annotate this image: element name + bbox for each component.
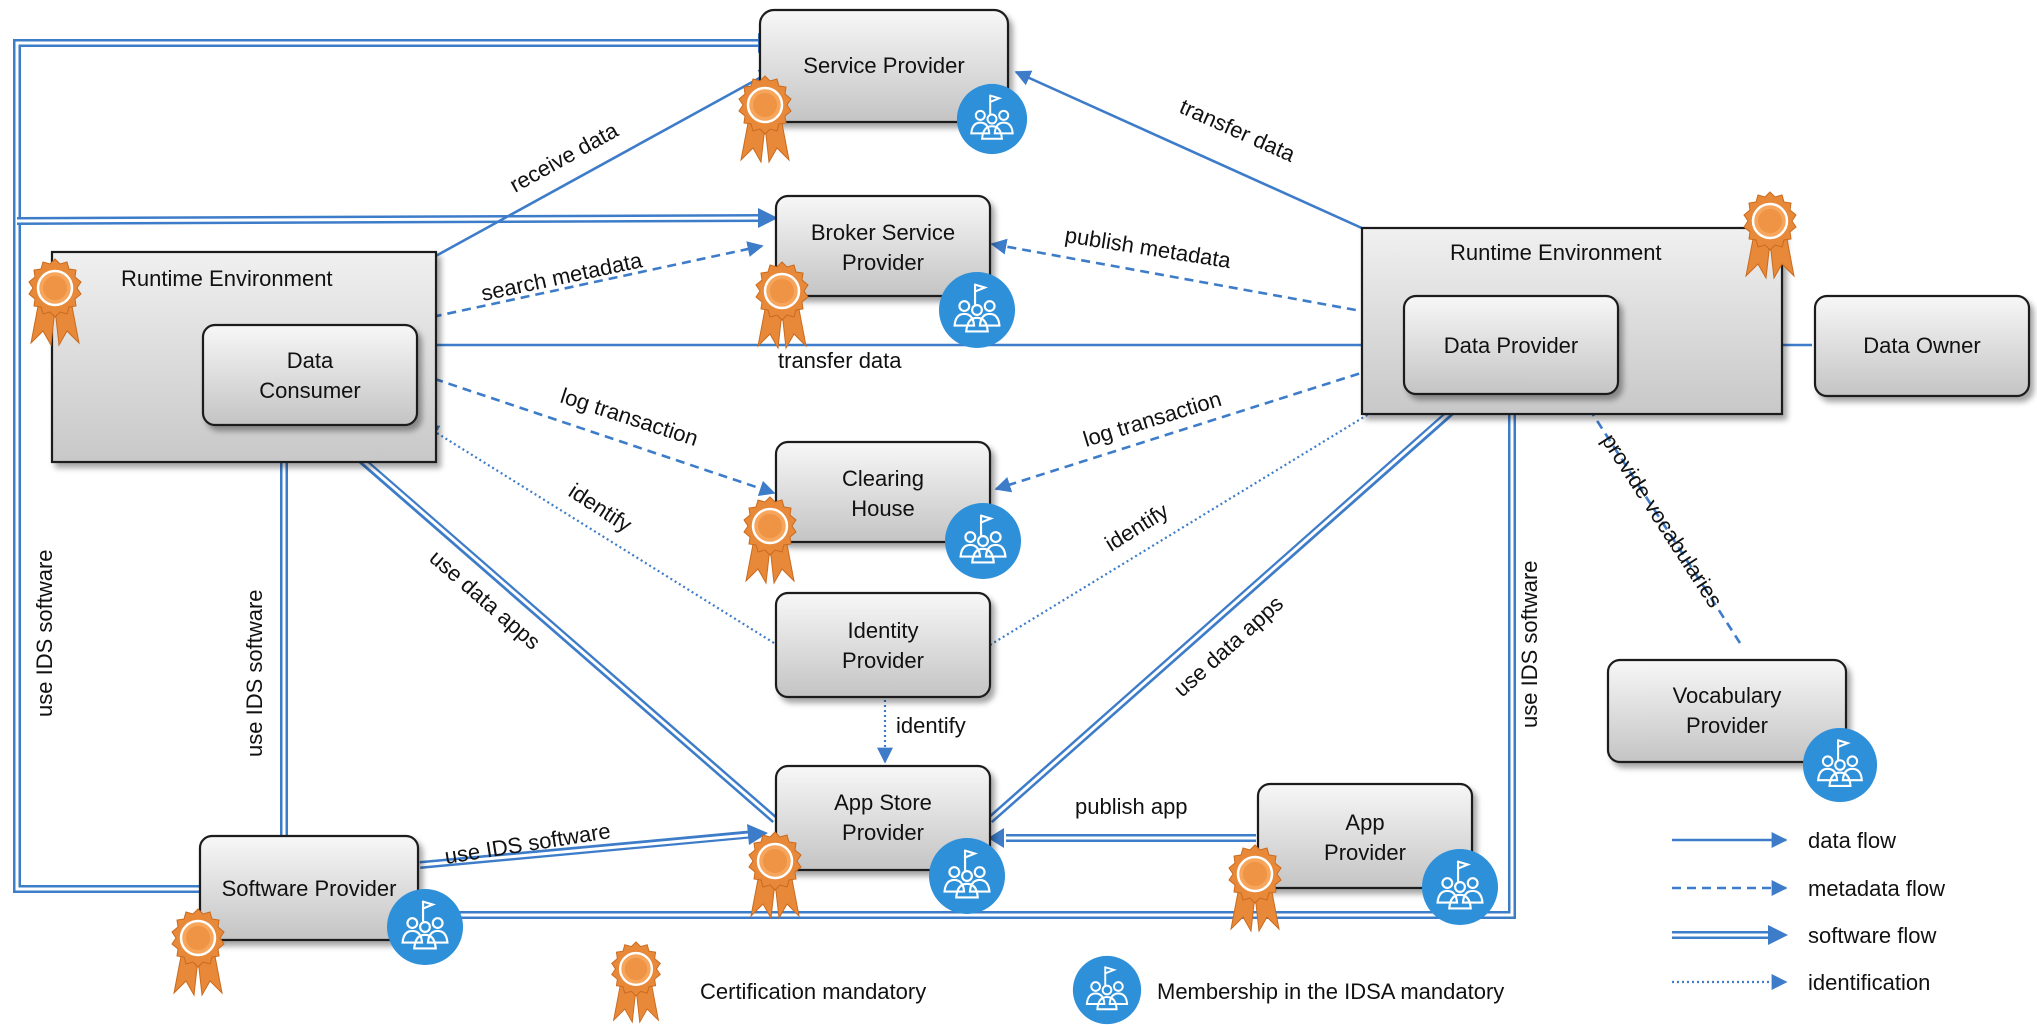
label-publish-metadata: publish metadata <box>1063 222 1233 273</box>
broker-service-provider-node[interactable]: Broker Service Provider <box>774 194 992 298</box>
membership-group-icon <box>928 837 1006 915</box>
data-provider-label: Data Provider <box>1444 333 1579 358</box>
provide-vocabularies-arrow <box>1574 386 1742 644</box>
label-search-metadata: search metadata <box>479 247 645 306</box>
app-provider-node[interactable]: App Provider <box>1256 782 1474 890</box>
app-store-label-1: App Store <box>834 790 932 815</box>
identify-right-arrow <box>989 394 1402 646</box>
log-transaction-left-arrow <box>419 372 776 496</box>
legend-membership-label: Membership in the IDSA mandatory <box>1157 979 1504 1004</box>
app-store-provider-node[interactable]: App Store Provider <box>774 764 992 872</box>
membership-group-icon <box>956 83 1028 155</box>
data-owner-node[interactable]: Data Owner <box>1813 294 2031 398</box>
membership-group-icon <box>944 502 1022 580</box>
software-provider-label: Software Provider <box>222 876 397 901</box>
data-consumer-label-1: Data <box>287 348 334 373</box>
identify-left-arrow <box>422 424 775 644</box>
data-owner-label: Data Owner <box>1863 333 1980 358</box>
membership-group-icon <box>1802 727 1878 803</box>
membership-group-icon <box>386 888 464 966</box>
broker-label-2: Provider <box>842 250 924 275</box>
label-log-transaction-right: log transaction <box>1080 386 1224 452</box>
software-flow-to-appstore <box>419 824 768 869</box>
legend-certification-label: Certification mandatory <box>700 979 926 1004</box>
legend-metadata-flow-label: metadata flow <box>1808 876 1945 901</box>
legend-software-flow-label: software flow <box>1808 923 1936 948</box>
certification-badge-icon <box>747 830 803 920</box>
label-transfer-data-mid: transfer data <box>778 348 902 373</box>
identity-provider-node[interactable]: Identity Provider <box>774 591 992 699</box>
legend-certification: Certification mandatory <box>610 940 926 1024</box>
software-provider-node[interactable]: Software Provider <box>198 834 420 942</box>
data-consumer-label-2: Consumer <box>259 378 360 403</box>
label-use-ids-software-bottom: use IDS software <box>443 818 612 869</box>
app-provider-label-1: App <box>1345 810 1384 835</box>
service-provider-node[interactable]: Service Provider <box>758 8 1010 124</box>
software-flow-appprovider-to-appstore <box>988 828 1256 848</box>
vocabulary-provider-node[interactable]: Vocabulary Provider <box>1606 658 1848 764</box>
app-provider-label-2: Provider <box>1324 840 1406 865</box>
runtime-environment-right-label: Runtime Environment <box>1450 240 1662 265</box>
broker-label-1: Broker Service <box>811 220 955 245</box>
legend-identification: identification <box>1672 970 1930 995</box>
label-identify-left: identify <box>564 478 636 537</box>
software-flow-to-broker <box>16 208 778 228</box>
label-publish-app: publish app <box>1075 794 1188 819</box>
identity-provider-label-1: Identity <box>848 618 919 643</box>
legend-data-flow-label: data flow <box>1808 828 1896 853</box>
membership-group-icon <box>938 271 1016 349</box>
label-identify-right: identify <box>1100 498 1172 556</box>
legend-software-flow: software flow <box>1672 923 1936 948</box>
certification-badge-icon <box>170 907 226 997</box>
label-use-ids-software-left: use IDS software <box>242 589 267 757</box>
publish-metadata-arrow <box>990 238 1401 320</box>
label-provide-vocabularies: provide vocabularies <box>1597 429 1728 612</box>
label-use-ids-software-far-left: use IDS software <box>32 549 57 717</box>
vocabulary-provider-label-1: Vocabulary <box>1673 683 1782 708</box>
legend-membership: Membership in the IDSA mandatory <box>1072 955 1504 1025</box>
app-store-label-2: Provider <box>842 820 924 845</box>
search-metadata-arrow <box>417 241 764 322</box>
certification-badge-icon <box>610 940 662 1024</box>
identity-provider-label-2: Provider <box>842 648 924 673</box>
certification-badge-icon <box>742 495 798 585</box>
legend-identification-label: identification <box>1808 970 1930 995</box>
clearing-house-label-2: House <box>851 496 915 521</box>
clearing-house-node[interactable]: Clearing House <box>774 440 992 544</box>
clearing-house-label-1: Clearing <box>842 466 924 491</box>
membership-group-icon <box>1421 848 1499 926</box>
label-use-ids-software-right: use IDS software <box>1517 560 1542 728</box>
service-provider-label: Service Provider <box>803 53 964 78</box>
software-flow-use-data-apps-left <box>320 423 778 824</box>
legend-metadata-flow: metadata flow <box>1672 876 1945 901</box>
certification-badge-icon <box>754 260 810 350</box>
label-transfer-data-top: transfer data <box>1176 94 1300 167</box>
vocabulary-provider-label-2: Provider <box>1686 713 1768 738</box>
certification-badge-icon <box>737 74 793 164</box>
label-identify-down: identify <box>896 713 966 738</box>
runtime-environment-left-label: Runtime Environment <box>121 266 333 291</box>
software-flow-use-data-apps-right <box>987 393 1472 823</box>
data-provider-node[interactable]: Data Provider <box>1402 294 1620 396</box>
log-transaction-right-arrow <box>994 358 1403 493</box>
label-log-transaction-left: log transaction <box>557 383 701 451</box>
membership-group-icon <box>1072 955 1142 1025</box>
data-consumer-node[interactable]: Data Consumer <box>201 323 419 427</box>
legend-data-flow: data flow <box>1672 828 1896 853</box>
